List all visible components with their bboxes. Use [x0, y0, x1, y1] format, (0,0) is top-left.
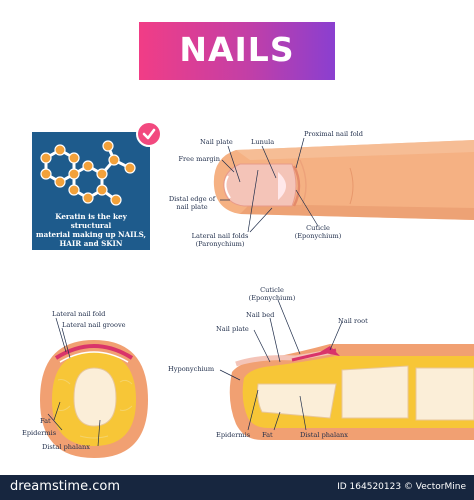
label-epidermis-cross: Epidermis: [22, 429, 57, 437]
label-nail-bed: Nail bed: [246, 311, 275, 319]
nail-cross-section: [40, 340, 148, 458]
label-lateral-nail-groove: Lateral nail groove: [62, 321, 126, 329]
footer-bar: dreamstime.com ID 164520123 © VectorMine: [0, 475, 474, 500]
label-hyponychium: Hyponychium: [168, 365, 215, 373]
title-banner: NAILS: [139, 22, 335, 80]
nail-side-section: [229, 344, 474, 440]
label-epidermis-side: Epidermis: [216, 431, 251, 439]
label-distal-edge: Distal edge of nail plate: [168, 195, 216, 211]
label-fat-cross: Fat: [40, 417, 51, 425]
label-cuticle-top: Cuticle (Eponychium): [294, 224, 342, 240]
label-nail-plate: Nail plate: [200, 138, 233, 146]
label-distal-phalanx-cross: Distal phalanx: [42, 443, 90, 451]
label-distal-phalanx-side: Distal phalanx: [300, 431, 348, 439]
keratin-info-text: Keratin is the key structural material m…: [35, 212, 147, 248]
label-nail-root: Nail root: [338, 317, 368, 325]
label-free-margin: Free margin: [178, 155, 220, 163]
label-cuticle-side: Cuticle (Eponychium): [248, 286, 296, 302]
label-lunula: Lunula: [251, 138, 275, 146]
label-proximal-nail-fold: Proximal nail fold: [304, 130, 364, 138]
label-nail-plate-side: Nail plate: [216, 325, 249, 333]
finger-illustration: [213, 140, 474, 220]
label-fat-side: Fat: [262, 431, 273, 439]
label-lateral-nail-folds: Lateral nail folds (Paronychium): [191, 232, 249, 248]
footer-id: ID 164520123 © VectorMine: [337, 482, 466, 492]
page-title: NAILS: [179, 30, 295, 69]
label-lateral-nail-fold: Lateral nail fold: [52, 310, 106, 318]
checkmark-icon: [136, 121, 162, 147]
footer-brand: dreamstime.com: [10, 479, 120, 494]
